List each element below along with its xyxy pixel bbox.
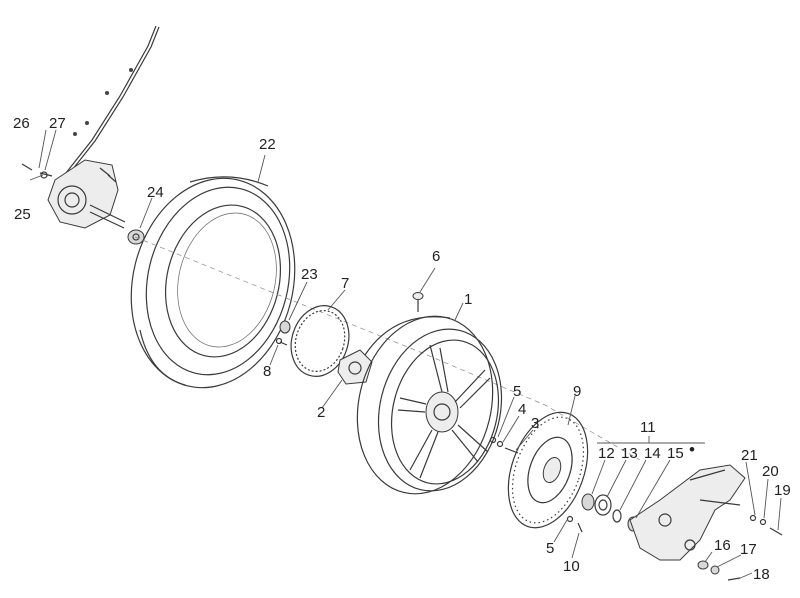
callout-19: 19 bbox=[774, 482, 791, 499]
callout-5-lower: 5 bbox=[546, 540, 555, 557]
callout-12: 12 bbox=[598, 445, 615, 462]
wheel-rim-1 bbox=[356, 315, 503, 495]
callout-9: 9 bbox=[573, 383, 582, 400]
callout-23: 23 bbox=[301, 266, 318, 283]
axle-line bbox=[134, 236, 641, 461]
speedometer-cable bbox=[61, 25, 160, 180]
callout-20: 20 bbox=[762, 463, 779, 480]
callout-27: 27 bbox=[49, 115, 66, 132]
callout-17: 17 bbox=[740, 541, 757, 558]
brake-disc-9 bbox=[507, 411, 589, 529]
callout-7: 7 bbox=[341, 275, 350, 292]
callout-25: 25 bbox=[14, 206, 31, 223]
callout-10: 10 bbox=[563, 558, 580, 575]
callout-6: 6 bbox=[432, 248, 441, 265]
callout-22: 22 bbox=[259, 136, 276, 153]
valve-6 bbox=[412, 292, 424, 312]
bolt-8 bbox=[275, 337, 288, 346]
spacer-24 bbox=[127, 229, 145, 245]
bearing-set bbox=[581, 493, 639, 532]
callout-15: 15 bbox=[667, 445, 684, 462]
callout-16: 16 bbox=[714, 537, 731, 554]
callout-24: 24 bbox=[147, 184, 164, 201]
bolts-5-10 bbox=[566, 515, 583, 533]
callout-26: 26 bbox=[13, 115, 30, 132]
caliper-bracket bbox=[629, 464, 783, 581]
leader-lines bbox=[29, 129, 782, 580]
callout-1: 1 bbox=[464, 291, 473, 308]
callout-21: 21 bbox=[741, 447, 758, 464]
callout-4: 4 bbox=[518, 401, 527, 418]
callout-3: 3 bbox=[531, 415, 540, 432]
callout-13: 13 bbox=[621, 445, 638, 462]
drive-unit bbox=[21, 159, 126, 229]
washer-23 bbox=[279, 320, 291, 334]
callout-14: 14 bbox=[644, 445, 661, 462]
callout-11: 11 bbox=[640, 419, 656, 436]
callout-8: 8 bbox=[263, 363, 272, 380]
callout-2: 2 bbox=[317, 404, 326, 421]
callout-5-upper: 5 bbox=[513, 383, 522, 400]
kit-marker: • bbox=[689, 440, 695, 459]
callout-18: 18 bbox=[753, 566, 770, 583]
flange-2 bbox=[337, 349, 373, 385]
tire-22 bbox=[130, 176, 296, 389]
